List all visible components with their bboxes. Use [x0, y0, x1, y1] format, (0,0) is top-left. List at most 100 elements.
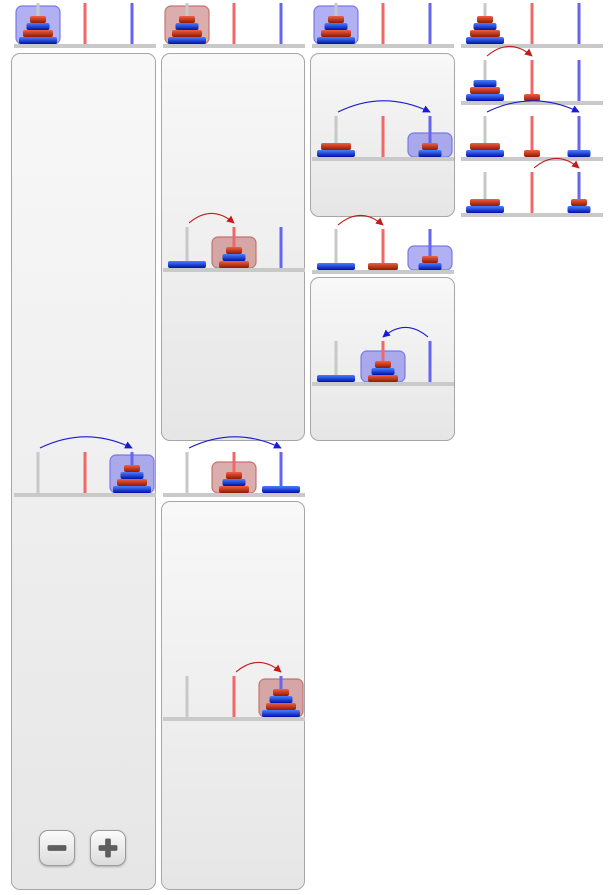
disk-3 — [266, 703, 296, 710]
disk-4 — [466, 37, 504, 44]
peg-source — [185, 227, 189, 268]
disk-2 — [473, 23, 497, 30]
disk-1 — [30, 16, 46, 23]
disk-4 — [113, 486, 151, 493]
peg-source — [334, 229, 338, 270]
zoom-out-button[interactable] — [39, 830, 75, 866]
disk-1 — [477, 16, 493, 23]
hanoi-board — [461, 157, 603, 217]
disk-4 — [317, 37, 355, 44]
move-arrow — [486, 45, 533, 57]
disk-1 — [273, 689, 289, 696]
base-line — [312, 270, 454, 274]
peg-middle — [530, 3, 534, 44]
disk-3 — [23, 30, 53, 37]
base-line — [312, 157, 454, 161]
disk-4 — [466, 150, 504, 157]
base-line — [461, 44, 603, 48]
hanoi-board — [163, 436, 305, 497]
disk-1 — [422, 256, 438, 263]
hanoi-board — [461, 45, 603, 105]
base-line — [163, 44, 305, 48]
disk-2 — [269, 696, 293, 703]
disk-4 — [317, 263, 355, 270]
disk-1 — [124, 465, 140, 472]
disk-1 — [571, 199, 587, 206]
disk-3 — [368, 263, 398, 270]
disk-4 — [168, 261, 206, 268]
move-arrow — [337, 214, 384, 226]
minus-icon — [47, 845, 67, 851]
disk-4 — [466, 94, 504, 101]
disk-1 — [179, 16, 195, 23]
base-line — [14, 493, 156, 497]
disk-2 — [567, 206, 591, 213]
disk-1 — [524, 150, 540, 157]
peg-source — [334, 341, 338, 382]
disk-2 — [324, 23, 348, 30]
disk-2 — [26, 23, 50, 30]
disk-3 — [219, 261, 249, 268]
disk-3 — [470, 199, 500, 206]
hanoi-board — [163, 661, 305, 721]
move-arrow — [486, 100, 580, 113]
peg-middle — [83, 452, 87, 493]
peg-middle — [381, 3, 385, 44]
disk-2 — [120, 472, 144, 479]
disk-1 — [226, 472, 242, 479]
hanoi-board — [461, 100, 603, 161]
disk-3 — [117, 479, 147, 486]
peg-target — [428, 341, 432, 382]
base-line — [312, 44, 454, 48]
peg-middle — [232, 3, 236, 44]
disk-2 — [418, 263, 442, 270]
plus-icon — [98, 838, 118, 858]
peg-middle — [83, 3, 87, 44]
hanoi-board — [14, 3, 156, 48]
disk-4 — [317, 150, 355, 157]
disk-1 — [524, 94, 540, 101]
disk-4 — [317, 375, 355, 382]
peg-source — [483, 116, 487, 157]
disk-2 — [222, 479, 246, 486]
hanoi-board — [312, 3, 454, 48]
base-line — [14, 44, 156, 48]
peg-source — [36, 452, 40, 493]
move-arrow — [382, 326, 429, 338]
hanoi-board — [14, 436, 156, 497]
peg-target — [577, 172, 581, 213]
base-line — [163, 717, 305, 721]
disk-1 — [226, 247, 242, 254]
disk-4 — [168, 37, 206, 44]
zoom-in-button[interactable] — [90, 830, 126, 866]
base-line — [461, 213, 603, 217]
peg-target — [130, 3, 134, 44]
peg-middle — [381, 116, 385, 157]
disk-3 — [172, 30, 202, 37]
disk-2 — [418, 150, 442, 157]
base-line — [163, 493, 305, 497]
disk-2 — [473, 80, 497, 87]
move-arrow — [235, 661, 282, 673]
peg-middle — [530, 116, 534, 157]
disk-2 — [222, 254, 246, 261]
move-arrow — [39, 436, 133, 449]
disk-3 — [470, 143, 500, 150]
peg-middle — [530, 172, 534, 213]
disk-3 — [368, 375, 398, 382]
disk-1 — [375, 361, 391, 368]
peg-source — [185, 452, 189, 493]
disk-4 — [262, 710, 300, 717]
disk-3 — [219, 486, 249, 493]
peg-target — [428, 116, 432, 157]
hanoi-board — [312, 100, 454, 161]
hanoi-board — [461, 3, 603, 48]
hanoi-board — [163, 3, 305, 48]
hanoi-board — [312, 326, 454, 386]
peg-target — [577, 116, 581, 157]
peg-target — [279, 3, 283, 44]
peg-target — [279, 452, 283, 493]
disk-4 — [262, 486, 300, 493]
hanoi-board — [312, 214, 454, 274]
